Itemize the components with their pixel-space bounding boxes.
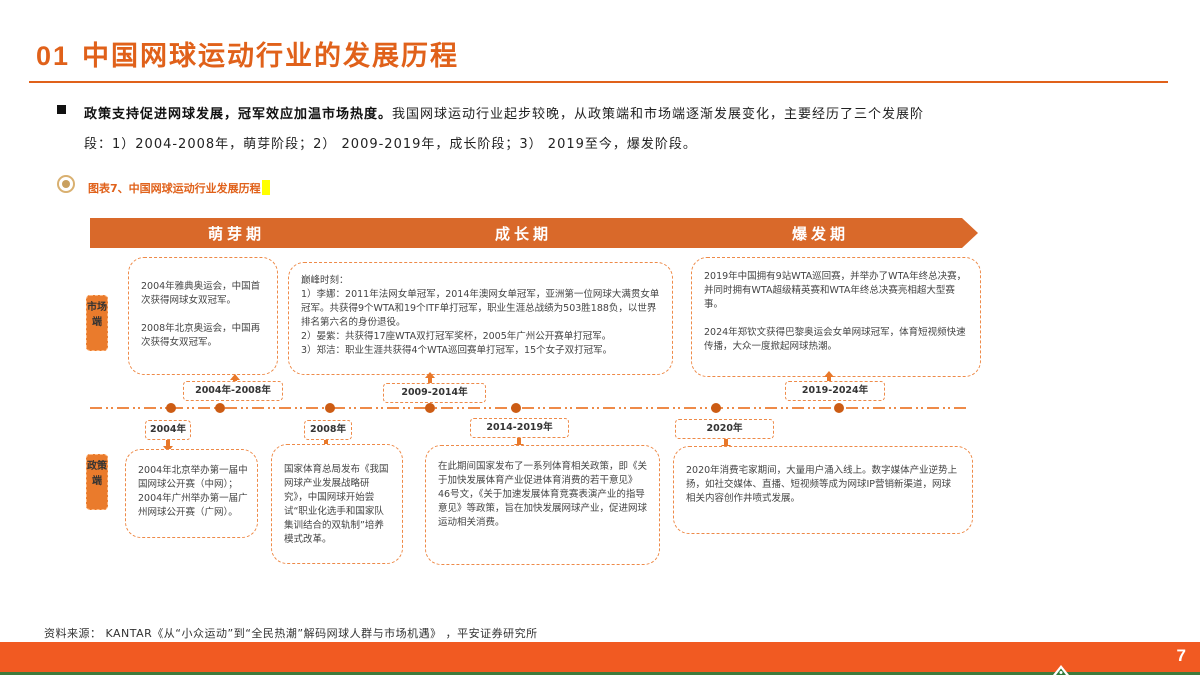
- market-side-label: 市场端: [86, 295, 108, 351]
- timeline-dot: [425, 403, 435, 413]
- period-tag-2020: 2020年: [675, 419, 774, 439]
- figure-caption-text: 图表7、中国网球运动行业发展历程: [88, 182, 261, 195]
- policy-side-label-text: 政策端: [87, 461, 107, 487]
- intro-line1: 我国网球运动行业起步较晚，从政策端和市场端逐渐发展变化，主要经历了三个发展阶: [392, 107, 925, 122]
- page-title: 01 中国网球运动行业的发展历程: [36, 34, 459, 73]
- policy-box-2008: 国家体育总局发布《我国网球产业发展战略研究》，中国网球开始尝试“职业化选手和国家…: [271, 444, 403, 564]
- footer-bar: [0, 642, 1200, 672]
- timeline-dot: [511, 403, 521, 413]
- policy-box-2020: 2020年消费宅家期间，大量用户涌入线上。数字媒体产业逆势上扬，如社交媒体、直播…: [673, 446, 973, 534]
- company-logo-icon: [1053, 665, 1069, 675]
- policy-box-2004: 2004年北京举办第一届中国网球公开赛（中网）； 2004年广州举办第一届广州网…: [125, 449, 258, 538]
- figure-caption: 图表7、中国网球运动行业发展历程: [88, 180, 270, 196]
- intro-lead: 政策支持促进网球发展，冠军效应加温市场热度。: [84, 107, 393, 122]
- timeline-dot: [325, 403, 335, 413]
- timeline-dot: [834, 403, 844, 413]
- market-sprouting-para-2: 2008年北京奥运会，中国再次获得女双冠军。: [141, 323, 261, 348]
- source-note: 资料来源： KANTAR《从“小众运动”到“全民热潮”解码网球人群与市场机遇》 …: [44, 627, 538, 640]
- market-growth-line-2: 2）晏紫：共获得17座WTA双打冠军奖杯，2005年广州公开赛单打冠军。: [301, 331, 612, 342]
- market-box-explosion: 2019年中国拥有9站WTA巡回赛，并举办了WTA年终总决赛，并同时拥有WTA超…: [691, 257, 981, 377]
- target-bullet-icon: [57, 175, 75, 193]
- arrow-up-icon: [824, 371, 834, 383]
- period-tag-2009-2014: 2009-2014年: [383, 383, 486, 403]
- period-tag-2014-2019: 2014-2019年: [470, 418, 569, 438]
- footer-green-rule: [0, 672, 1200, 675]
- policy-2004-line-1: 2004年北京举办第一届中国网球公开赛（中网）；: [138, 465, 248, 490]
- timeline-dot: [215, 403, 225, 413]
- timeline-dot: [711, 403, 721, 413]
- period-tag-2019-2024: 2019-2024年: [785, 381, 885, 401]
- market-explosion-para-1: 2019年中国拥有9站WTA巡回赛，并举办了WTA年终总决赛，并同时拥有WTA超…: [704, 271, 967, 310]
- period-tag-2008: 2008年: [304, 420, 352, 440]
- title-divider: [29, 81, 1168, 83]
- phase-explosion: 爆发期: [792, 225, 850, 243]
- text-cursor-highlight: [261, 180, 270, 195]
- period-tag-2004-2008: 2004年-2008年: [183, 381, 283, 401]
- timeline-axis: [90, 407, 970, 409]
- market-growth-line-1: 1）李娜：2011年法网女单冠军，2014年澳网女单冠军，亚洲第一位网球大满贯女…: [301, 289, 660, 328]
- period-tag-2004: 2004年: [145, 420, 191, 440]
- phase-banner: 萌芽期 成长期 爆发期: [90, 218, 978, 248]
- market-growth-heading: 巅峰时刻：: [301, 275, 349, 286]
- arrow-up-icon: [425, 372, 435, 384]
- market-box-sprouting: 2004年雅典奥运会，中国首次获得网球女双冠军。 2008年北京奥运会，中国再次…: [128, 257, 278, 375]
- page-number: 7: [1176, 646, 1186, 665]
- policy-side-label: 政策端: [86, 454, 108, 510]
- intro-paragraph: 政策支持促进网球发展，冠军效应加温市场热度。我国网球运动行业起步较晚，从政策端和…: [84, 100, 1154, 160]
- market-sprouting-para-1: 2004年雅典奥运会，中国首次获得网球女双冠军。: [141, 281, 261, 306]
- square-bullet-icon: [57, 105, 66, 114]
- timeline-dot: [166, 403, 176, 413]
- market-growth-line-3: 3）郑洁：职业生涯共获得4个WTA巡回赛单打冠军，15个女子双打冠军。: [301, 345, 613, 356]
- intro-line2: 段：1）2004-2008年，萌芽阶段；2） 2009-2019年，成长阶段；3…: [84, 137, 697, 152]
- policy-2004-line-2: 2004年广州举办第一届广州网球公开赛（广网）。: [138, 493, 248, 518]
- phase-growth: 成长期: [495, 225, 553, 243]
- market-box-growth: 巅峰时刻： 1）李娜：2011年法网女单冠军，2014年澳网女单冠军，亚洲第一位…: [288, 262, 673, 375]
- market-explosion-para-2: 2024年郑钦文获得巴黎奥运会女单网球冠军，体育短视频快速传播，大众一度掀起网球…: [704, 327, 966, 352]
- market-side-label-text: 市场端: [87, 302, 107, 328]
- policy-box-2014-2019: 在此期间国家发布了一系列体育相关政策，即《关于加快发展体育产业促进体育消费的若干…: [425, 445, 660, 565]
- policy-2020-text: 2020年消费宅家期间，大量用户涌入线上。数字媒体产业逆势上扬，如社交媒体、直播…: [686, 465, 958, 504]
- policy-2014-2019-text: 在此期间国家发布了一系列体育相关政策，即《关于加快发展体育产业促进体育消费的若干…: [438, 461, 648, 528]
- banner-arrow-shape: [90, 218, 978, 248]
- section-number: 01: [36, 41, 71, 71]
- title-text: 中国网球运动行业的发展历程: [82, 41, 460, 72]
- phase-sprouting: 萌芽期: [208, 225, 266, 243]
- policy-2008-text: 国家体育总局发布《我国网球产业发展战略研究》，中国网球开始尝试“职业化选手和国家…: [284, 464, 389, 545]
